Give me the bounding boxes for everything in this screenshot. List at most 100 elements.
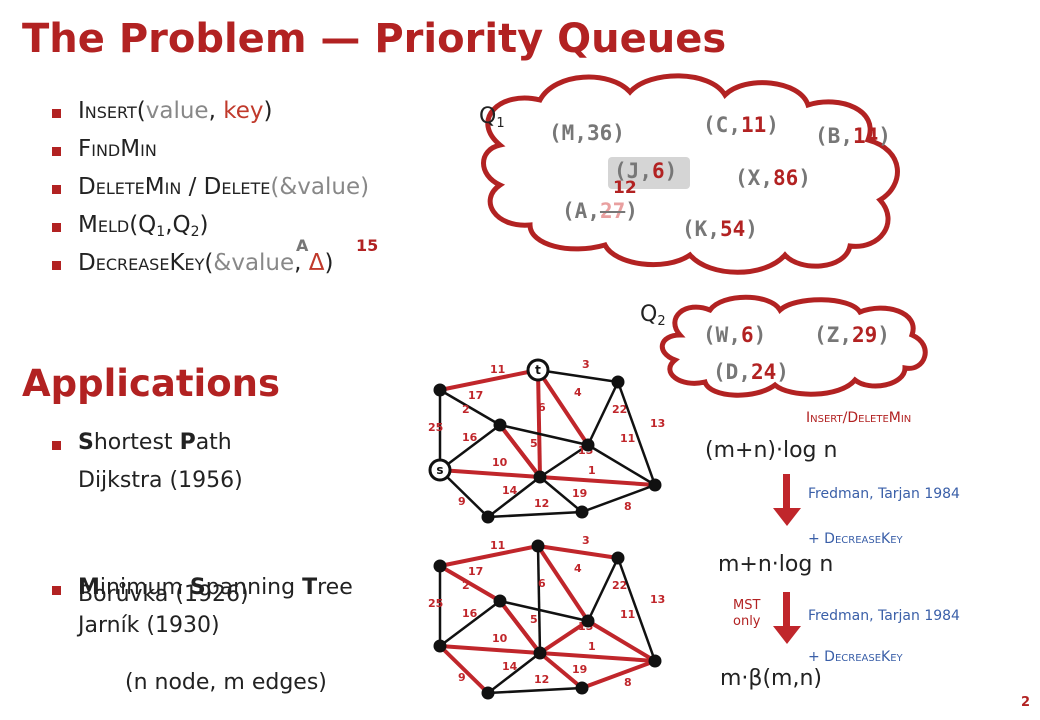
graph-node [433,383,447,397]
arrow-2-shaft [783,592,790,630]
jarnik-ref: Jarník (1930) [78,613,220,638]
edge-weight-label: 11 [620,432,635,445]
edge-weight-label: 22 [612,579,627,592]
bullet-marker [52,109,61,118]
graph-edge [487,686,583,695]
app-mst: Minimum Spanning Tree [52,575,1040,605]
graph-node [611,551,625,565]
complexity-3: m·β(m,n) [720,666,822,691]
graph-edge [586,381,620,446]
edge-weight-label: 5 [530,437,538,450]
op-insert-text: INSERT(value, key) [78,98,273,124]
graph-node [648,478,662,492]
graph-edge [439,424,501,471]
graph-edge [538,651,584,690]
graph-edge [439,600,501,647]
bullet-marker [52,586,61,595]
complexity-1: (m+n)·log n [705,438,838,463]
slide-title: The Problem — Priority Queues [22,16,726,62]
q1-item-j: (J,6) [614,159,678,183]
graph-edge [616,557,657,662]
graph-node [533,646,547,660]
graph-edge [487,510,583,519]
bullet-marker [52,223,61,232]
edge-weight-label: 2 [462,579,470,592]
edge-weight-label: 6 [538,401,546,414]
bullet-marker [52,441,61,450]
graph-edge [536,368,590,447]
bullet-marker [52,261,61,270]
graph-node [493,418,507,432]
op-findmin-text: FINDMIN [78,136,157,162]
edge-weight-label: 11 [620,608,635,621]
edge-weight-label: 19 [572,663,587,676]
graph-node [433,559,447,573]
q1-item-a: (A,27) [562,199,638,223]
edge-weight-label: 8 [624,676,632,689]
graph-edge [539,475,656,487]
edge-weight-label: 1 [588,640,596,653]
app-mst-text: Minimum Spanning Tree [78,575,353,600]
q1-item-x: (X,86) [735,166,811,190]
edge-weight-label: 8 [624,500,632,513]
q1-cloud [481,73,900,275]
node-t [526,358,550,382]
graph-edge [499,423,589,447]
node-label-t: t [535,363,541,377]
graph-node [493,594,507,608]
q2-item-d: (D,24) [713,360,789,384]
op-deletemin-text: DELETEMIN / DELETE(&value) [78,174,370,200]
graph-edge [439,468,541,479]
edge-weight-label: 19 [572,487,587,500]
graph-edge [616,381,657,486]
edge-weight-label: 12 [534,497,549,510]
graph-edge [539,651,656,663]
edge-weight-label: 16 [462,431,478,444]
graph-edge [439,644,541,655]
graph-node [648,654,662,668]
plus-decreasekey-2: + DECREASEKEY [808,649,903,665]
op-decreasekey-text: DECREASEKEY(&value, Δ) [78,250,334,276]
title-part2: Priority Queues [374,16,727,62]
graph-node [531,539,545,553]
title-dash: — [306,16,375,62]
footnote: (n node, m edges) [125,670,327,695]
q1-item-m: (M,36) [549,121,625,145]
graph-edge [499,599,589,623]
op-meld-text: MELD(Q1,Q2) [78,212,209,240]
q2-item-w: (W,6) [703,323,767,347]
q2-label: Q2 [640,302,666,329]
graph-node [581,614,595,628]
graph-edge [536,545,542,654]
q1-item-c: (C,11) [703,113,779,137]
arrow-2-head [773,626,801,644]
edge-weight-label: 4 [574,386,582,399]
edge-weight-label: 4 [574,562,582,575]
graph-edge [439,388,501,427]
edge-weight-label: 3 [582,358,590,371]
edge-weight-label: 17 [468,389,483,402]
dijkstra-ref: Dijkstra (1956) [78,468,243,493]
graph-node [481,686,495,700]
ref-fredman-1: Fredman, Tarjan 1984 [808,486,960,502]
app-shortest-path: Shortest Path [52,430,1040,460]
edge-weight-label: 13 [650,417,665,430]
graphs: 11317425262216515111310114199128ts113174… [428,358,665,700]
graph-edge [498,423,542,479]
annotation-12: 12 [613,178,637,198]
node-label-s: s [436,463,443,477]
edge-weight-label: 9 [458,671,466,684]
edge-weight-label: 25 [428,597,443,610]
edge-weight-label: 11 [490,363,505,376]
edge-weight-label: 12 [534,673,549,686]
edge-weight-label: 10 [492,632,508,645]
graph-node [611,375,625,389]
ref-fredman-2: Fredman, Tarjan 1984 [808,608,960,624]
bullet-marker [52,185,61,194]
title-part1: The Problem [22,16,307,62]
edge-weight-label: 11 [490,539,505,552]
edge-weight-label: 6 [538,577,546,590]
edge-weight-label: 17 [468,565,483,578]
edge-weight-label: 22 [612,403,627,416]
